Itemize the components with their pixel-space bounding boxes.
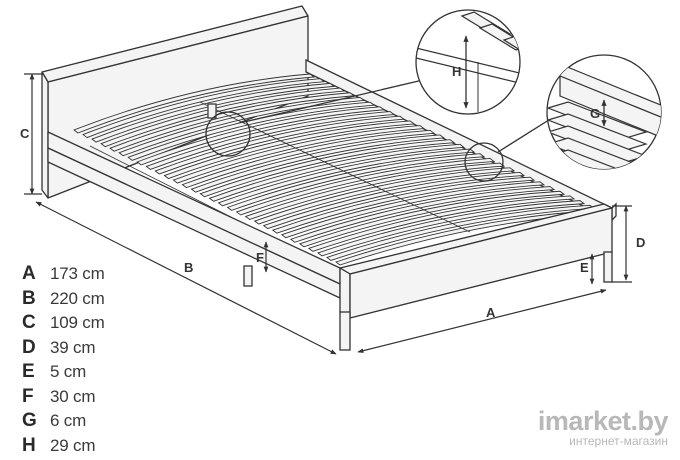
slat [154,115,406,175]
dimension-legend: A 173 cm B 220 cm C 109 cm D 39 cm E 5 cm F 30… [22,262,105,458]
dim-letter: G [22,410,37,432]
slat [145,111,396,170]
slat [298,190,566,248]
dim-row-c: C 109 cm [22,311,105,336]
dimension-lines [24,73,632,355]
label-d: D [636,235,645,250]
dim-value: 109 cm [50,313,105,333]
dim-letter: H [22,434,36,456]
dim-row-d: D 39 cm [22,336,105,361]
dim-row-a: A 173 cm [22,262,105,287]
slat-frame [73,73,606,279]
label-f: F [256,250,264,265]
watermark-logo: imarket.by [537,406,669,436]
slat [262,172,526,230]
dim-row-f: F 30 cm [22,385,105,410]
zoom-detail-h [415,9,521,115]
slat [136,106,386,166]
slat [217,148,476,207]
slat [199,139,456,198]
label-h: H [452,64,461,79]
dim-letter: B [22,287,36,309]
slat [91,82,336,143]
dim-letter: A [22,263,36,285]
slat [280,181,546,239]
dim-row-g: G 6 cm [22,409,105,434]
watermark-subtitle: интернет-магазин [569,434,668,448]
slat [244,162,506,220]
label-c: C [20,126,30,141]
slat [289,186,556,243]
dim-letter: E [22,361,35,383]
dim-letter: D [22,336,36,358]
label-e: E [580,260,589,275]
slat [271,176,536,234]
slat [316,200,586,257]
slat [82,78,326,139]
slat [163,120,416,180]
detail-markers [205,75,553,182]
label-g: G [590,106,600,121]
zoom-detail-g [546,54,662,170]
dim-letter: C [22,312,36,334]
slat [118,96,366,157]
slat [208,143,466,202]
slat [73,73,316,134]
label-a: A [486,305,496,320]
dim-value: 173 cm [50,264,105,284]
dim-row-b: B 220 cm [22,287,105,312]
slat-support-line [199,101,471,233]
slat [172,125,426,184]
dim-value: 39 cm [50,337,96,357]
dim-value: 220 cm [50,288,105,308]
watermark: imarket.by интернет-магазин [537,406,669,448]
dim-value: 29 cm [50,435,96,455]
slat [307,195,576,252]
dim-row-e: E 5 cm [22,360,105,385]
slat [190,134,446,193]
dim-row-h: H 29 cm [22,434,105,459]
dim-value: 6 cm [50,411,87,431]
slat [100,87,346,148]
dim-value: 30 cm [50,386,96,406]
dimension-labels: C B A D E F G H [20,64,645,320]
slat [226,153,486,211]
support-bar [207,103,217,119]
dim-letter: F [22,385,34,407]
slat [181,129,436,189]
dim-value: 5 cm [50,362,87,382]
label-b: B [184,260,193,275]
slat [235,157,496,216]
slat [127,101,376,161]
